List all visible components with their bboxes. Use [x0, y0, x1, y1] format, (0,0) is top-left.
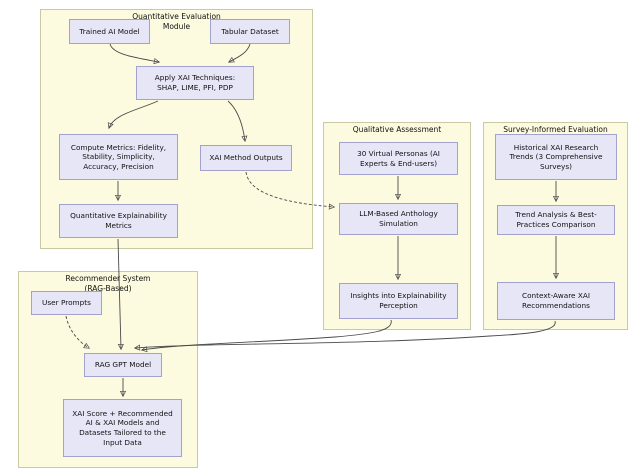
group-title-survey: Survey-Informed Evaluation: [484, 125, 627, 135]
node-historical-xai-research-trends: Historical XAI Research Trends (3 Compre…: [495, 134, 617, 180]
node-rag-gpt-model: RAG GPT Model: [84, 353, 162, 377]
node-trend-analysis-best-practices: Trend Analysis & Best- Practices Compari…: [497, 205, 615, 235]
node-llm-anthology-simulation: LLM-Based Anthology Simulation: [339, 203, 458, 235]
node-virtual-personas: 30 Virtual Personas (AI Experts & End-us…: [339, 142, 458, 175]
node-xai-method-outputs: XAI Method Outputs: [200, 145, 292, 171]
node-tabular-dataset: Tabular Dataset: [210, 19, 290, 44]
node-compute-metrics: Compute Metrics: Fidelity, Stability, Si…: [59, 134, 178, 180]
node-user-prompts: User Prompts: [31, 291, 102, 315]
group-title-line1: Quantitative Evaluation: [132, 12, 221, 21]
node-quantitative-explainability-metrics: Quantitative Explainability Metrics: [59, 204, 178, 238]
group-title-qualitative: Qualitative Assessment: [324, 125, 470, 135]
group-title-line1: Qualitative Assessment: [352, 125, 442, 134]
node-xai-score-output: XAI Score + Recommended AI & XAI Models …: [63, 399, 182, 457]
group-title-recommender: Recommender System(RAG-Based): [19, 274, 197, 294]
node-insights-explainability-perception: Insights into Explainability Perception: [339, 283, 458, 319]
node-trained-ai-model: Trained AI Model: [69, 19, 150, 44]
node-apply-xai-techniques: Apply XAI Techniques: SHAP, LIME, PFI, P…: [136, 66, 254, 100]
group-title-line1: Survey-Informed Evaluation: [503, 125, 608, 134]
node-context-aware-xai-recommendations: Context-Aware XAI Recommendations: [497, 282, 615, 320]
group-title-line2: Module: [162, 22, 191, 32]
group-title-line2: (RAG-Based): [84, 284, 132, 294]
group-title-line1: Recommender System: [65, 274, 151, 283]
